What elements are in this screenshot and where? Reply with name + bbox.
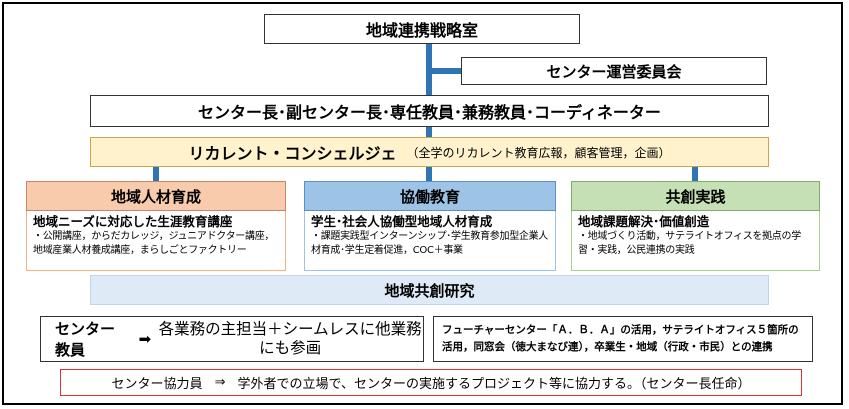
center-partner-description: 学外者での立場で、センターの実施するプロジェクト等に協力する。（センター長任命） (237, 377, 751, 392)
regional-research-box: 地域共創研究 (90, 275, 769, 305)
center-staff-name: センター教員 (55, 320, 116, 359)
co-creation-body: 地域課題解決･価値創造 ・地域づくり活動，サテライトオフィスを拠点の学習・実践，… (571, 211, 820, 271)
staff-lineup-box: センター長･副センター長･専任教員･兼務教員･コーディネーター (90, 95, 769, 127)
collaborative-education-body: 学生･社会人協働型地域人材育成 ・課題実践型インターンシップ･学生教育参加型企業… (304, 211, 556, 271)
steering-committee-box: センター運営委員会 (461, 57, 767, 85)
center-staff-box: センター教員 ➡ 各業務の主担当＋シームレスに他業務にも参画 (40, 316, 424, 362)
staff-lineup-label: センター長･副センター長･専任教員･兼務教員･コーディネーター (198, 103, 661, 122)
steering-committee-label: センター運営委員会 (546, 62, 682, 81)
center-partner-box: センター協力員 ⇒ 学外者での立場で、センターの実施するプロジェクト等に協力する… (60, 369, 802, 396)
connector-right-column (692, 167, 698, 181)
connector-committee (432, 68, 461, 74)
regional-talent-heading-label: 地域人材育成 (110, 187, 201, 206)
co-creation-description: ・地域づくり活動，サテライトオフィスを拠点の学習・実践，公民連携の実践 (578, 231, 801, 256)
co-creation-heading-label: 共創実践 (665, 187, 726, 206)
connector-main-vertical (426, 44, 432, 95)
strategy-office-box: 地域連携戦略室 (264, 14, 580, 44)
future-center-box: フューチャーセンター「Ａ．Ｂ．Ａ」の活用，サテライトオフィス５箇所の活用，同窓会… (433, 316, 813, 362)
strategy-office-label: 地域連携戦略室 (365, 21, 478, 40)
collaborative-education-description: ・課題実践型インターンシップ･学生教育参加型企業人材育成･学生定着促進，COC＋… (311, 231, 548, 256)
right-arrow-icon: ➡ (138, 330, 152, 348)
regional-research-label: 地域共創研究 (384, 281, 475, 300)
connector-mid-column (426, 167, 432, 181)
collaborative-education-heading-label: 協働教育 (399, 187, 460, 206)
connector-left-column (153, 167, 159, 181)
regional-talent-title: 地域ニーズに対応した生涯教育講座 (33, 214, 233, 229)
concierge-box: リカレント・コンシェルジェ （全学のリカレント教育広報，顧客管理，企画） (90, 137, 769, 167)
concierge-description: （全学のリカレント教育広報，顧客管理，企画） (406, 145, 671, 160)
collaborative-education-heading: 協働教育 (304, 181, 556, 211)
center-staff-role: 各業務の主担当＋シームレスに他業務にも参画 (158, 320, 422, 357)
connector-staff-concierge (426, 127, 432, 137)
regional-talent-body: 地域ニーズに対応した生涯教育講座 ・公開講座，からだカレッジ，ジュニアドクター講… (26, 211, 286, 271)
double-arrow-icon: ⇒ (214, 375, 226, 390)
future-center-text: フューチャーセンター「Ａ．Ｂ．Ａ」の活用，サテライトオフィス５箇所の活用，同窓会… (442, 324, 799, 353)
co-creation-title: 地域課題解決･価値創造 (578, 214, 710, 229)
concierge-title: リカレント・コンシェルジェ (188, 144, 397, 163)
center-partner-name: センター協力員 (111, 377, 203, 392)
collaborative-education-title: 学生･社会人協働型地域人材育成 (311, 214, 493, 229)
co-creation-heading: 共創実践 (571, 181, 820, 211)
regional-talent-description: ・公開講座，からだカレッジ，ジュニアドクター講座，地域産業人材養成講座，まらしご… (33, 231, 275, 256)
regional-talent-heading: 地域人材育成 (26, 181, 286, 211)
